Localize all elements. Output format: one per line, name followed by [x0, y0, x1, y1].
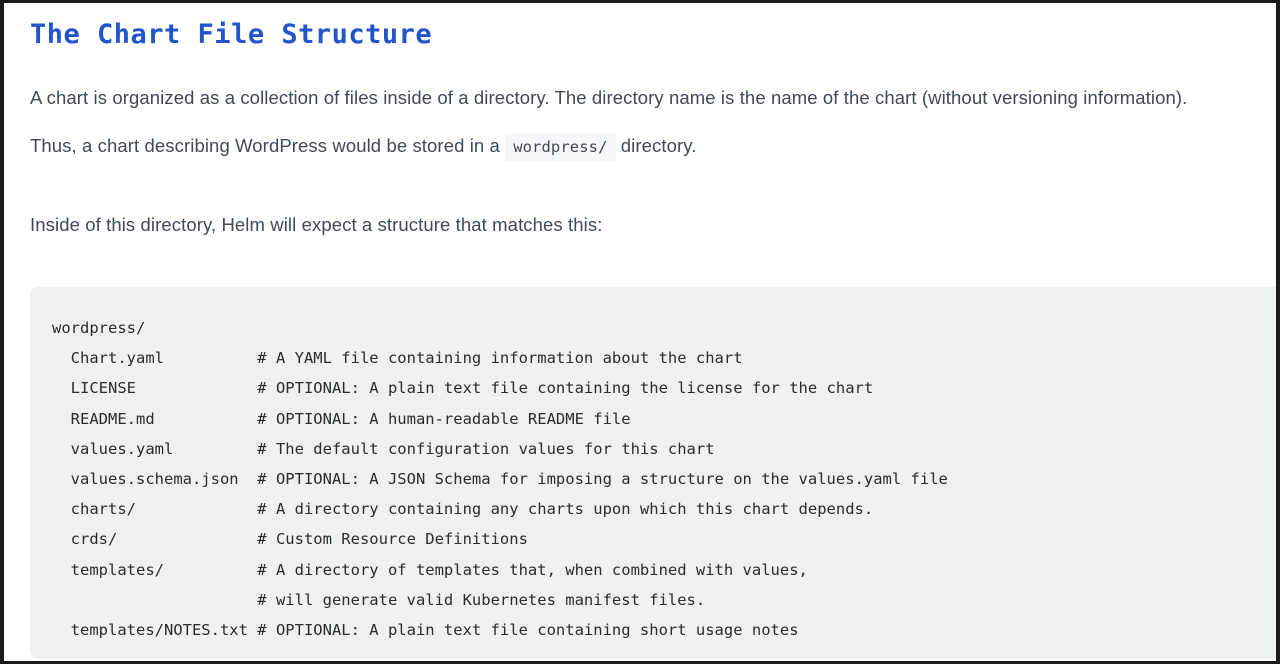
intro-paragraph-text-after-code: directory. [615, 135, 697, 157]
chart-structure-code-block: wordpress/ Chart.yaml # A YAML file cont… [30, 287, 1276, 659]
intro-paragraph: A chart is organized as a collection of … [4, 52, 1276, 171]
intro-paragraph-text-before-code: A chart is organized as a collection of … [30, 87, 1188, 157]
document-content: The Chart File Structure A chart is orga… [4, 3, 1276, 661]
chart-structure-code-text: wordpress/ Chart.yaml # A YAML file cont… [52, 319, 948, 640]
page-title: The Chart File Structure [30, 19, 433, 50]
inline-code-wordpress-dir: wordpress/ [505, 133, 616, 162]
structure-intro-paragraph: Inside of this directory, Helm will expe… [30, 214, 603, 236]
